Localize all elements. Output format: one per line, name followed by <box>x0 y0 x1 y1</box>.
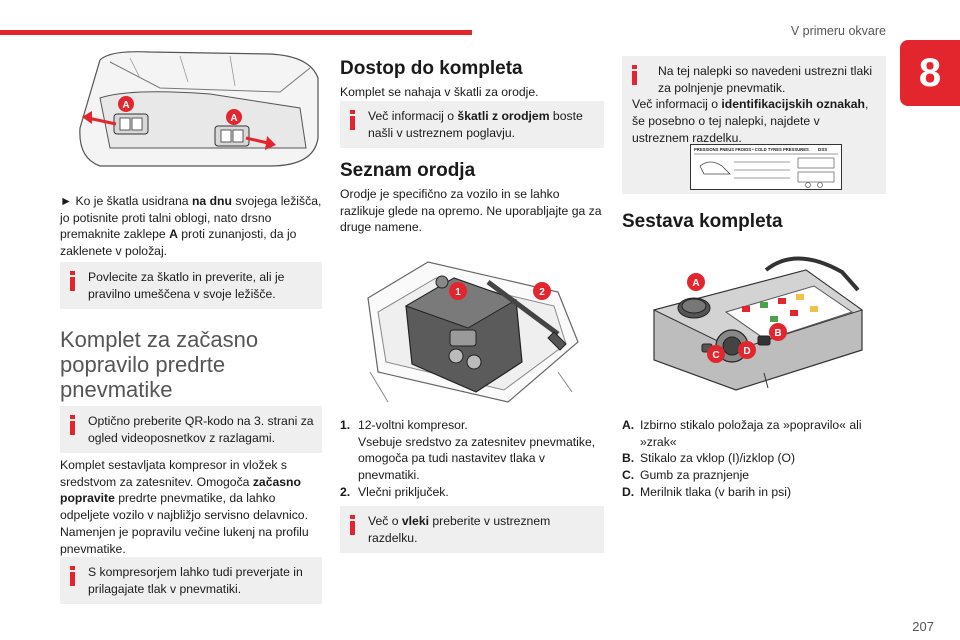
callout-b-label: B <box>774 328 781 339</box>
access-intro: Komplet se nahaja v škatli za orodje. <box>340 85 539 99</box>
note-pressure-label: Na tej nalepki so navedeni ustrezni tlak… <box>622 56 886 194</box>
callout-a <box>687 273 705 291</box>
svg-text:DSS: DSS <box>818 147 827 152</box>
page-number: 207 <box>912 619 934 634</box>
tools-description: Orodje je specifično za vozilo in se lah… <box>340 187 602 235</box>
callout-d-label: D <box>743 346 750 357</box>
note-compressor-pressure: S kompresorjem lahko tudi preverjate in … <box>60 557 322 605</box>
callout-b <box>769 323 787 341</box>
callout-a-left-label: A <box>122 100 129 111</box>
header-section-title: V primeru okvare <box>790 24 886 38</box>
info-icon <box>350 515 355 535</box>
callout-c <box>707 345 725 363</box>
note-check-box: Povlecite za škatlo in preverite, ali je… <box>60 262 322 310</box>
kit-part-a: A. Izbirno stikalo položaja za »popravil… <box>622 418 862 449</box>
callout-2-label: 2 <box>539 287 545 298</box>
info-icon <box>70 415 75 435</box>
tools-list: 1. 12-voltni kompresor. Vsebuje sredstvo… <box>340 417 604 501</box>
note-towing: Več o vleki preberite v ustreznem razdel… <box>340 506 604 554</box>
callout-a-right <box>226 109 242 125</box>
callout-1 <box>449 282 467 300</box>
callout-a-right-label: A <box>230 113 237 124</box>
tyre-pressure-label-image: PRESSIONS PNEUS FROIDS • COLD TYRES PRES… <box>690 144 842 190</box>
callout-2 <box>533 282 551 300</box>
section-title-kit-composition: Sestava kompleta <box>622 211 783 232</box>
chapter-tab: 8 <box>900 40 960 106</box>
tool-item-2: 2. Vlečni priključek. <box>340 484 449 499</box>
kit-part-c: C. Gumb za praznjenje <box>622 468 750 483</box>
info-icon <box>350 110 355 130</box>
callout-c-label: C <box>712 350 719 361</box>
kit-parts-list: A. Izbirno stikalo položaja za »popravil… <box>622 417 886 501</box>
section-title-tools-list: Seznam orodja <box>340 160 476 181</box>
callout-a-left <box>118 96 134 112</box>
kit-part-b: B. Stikalo za vklop (I)/izklop (O) <box>622 451 796 466</box>
note-qr-code: Optično preberite QR-kodo na 3. strani z… <box>60 406 322 454</box>
info-icon <box>70 271 75 291</box>
kit-description: Komplet sestavljata kompresor in vložek … <box>60 458 309 556</box>
kit-part-d: D. Merilnik tlaka (v barih in psi) <box>622 484 792 499</box>
callout-d <box>738 341 756 359</box>
compressor-illustration: A B C D <box>652 256 864 391</box>
toolbox-latch-illustration: A A <box>70 48 322 170</box>
step-instruction: ► Ko je škatla usidrana na dnu svojega l… <box>60 194 322 259</box>
tool-item-1: 1. 12-voltni kompresor. Vsebuje sredstvo… <box>340 418 596 483</box>
section-title-repair-kit: Komplet za začasno popravilo predrte pne… <box>60 327 259 403</box>
section-title-access: Dostop do kompleta <box>340 58 523 79</box>
note-toolbox-info: Več informacij o škatli z orodjem boste … <box>340 101 604 149</box>
header-accent-bar <box>0 30 472 35</box>
svg-text:PRESSIONS PNEUS FROIDS • COLD: PRESSIONS PNEUS FROIDS • COLD TYRES PRES… <box>694 147 809 152</box>
callout-a-label: A <box>692 278 699 289</box>
info-icon <box>70 566 75 586</box>
info-icon <box>632 65 637 85</box>
callout-1-label: 1 <box>455 287 461 298</box>
toolbox-contents-illustration: 1 2 <box>367 261 579 403</box>
